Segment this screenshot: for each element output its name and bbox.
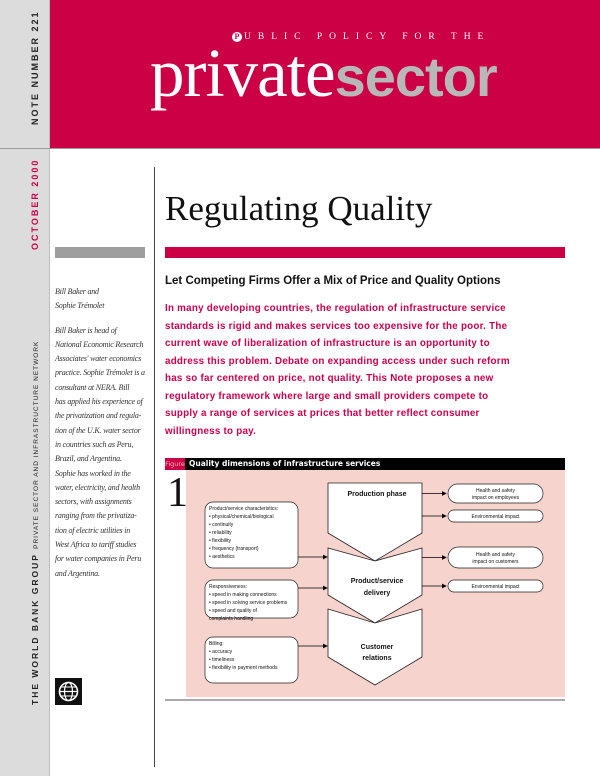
masthead-banner <box>50 0 600 148</box>
bio-line: West Africa to tariff studies <box>55 540 137 550</box>
bio-line: sectors, with assignments <box>55 497 132 507</box>
intro-line: address this problem. Debate on expandin… <box>165 355 510 367</box>
tagline-initial: P <box>232 32 242 42</box>
masthead-logo: privatesector <box>150 39 498 108</box>
intro-line: willingness to pay. <box>165 425 257 437</box>
bio-line: practice. Sophie Trémolet is a <box>55 368 145 378</box>
intro-line: regulatory framework where large and sma… <box>165 390 489 402</box>
subtitle: Let Competing Firms Offer a Mix of Price… <box>165 275 501 287</box>
org-network: PRIVATE SECTOR AND INFRASTRUCTURE NETWOR… <box>33 340 40 549</box>
bio-line: the privatization and regula- <box>55 411 142 421</box>
figure-title: Quality dimensions of infrastructure ser… <box>189 459 381 468</box>
bio-line: Associates' water economics <box>55 354 142 364</box>
bio-line: for water companies in Peru <box>55 554 142 564</box>
figure-number: 1 <box>167 470 188 516</box>
bio-line: Brazil, and Argentina. <box>55 454 122 464</box>
bio-line: tion of electric utilities in <box>55 525 131 535</box>
author-bio: Bill Baker is head of National Economic R… <box>55 324 150 581</box>
bio-line: has applied his experience of <box>55 397 143 407</box>
title-rule <box>165 247 565 258</box>
bio-line: Bill Baker is head of <box>55 325 117 335</box>
figure-label: Figure <box>165 458 185 470</box>
world-bank-globe-icon <box>55 678 82 705</box>
page-title: Regulating Quality <box>165 189 433 228</box>
intro-line: supply a range of services at prices tha… <box>165 408 480 419</box>
sidebar-rule <box>55 247 145 258</box>
figure-header <box>165 458 565 470</box>
intro-paragraph: In many developing countries, the regula… <box>165 300 565 440</box>
divider <box>0 148 600 149</box>
publication-date: OCTOBER 2000 <box>30 158 40 250</box>
bio-line: in countries such as Peru, <box>55 439 134 449</box>
intro-line: has so far centered on price, not qualit… <box>165 373 494 384</box>
note-number: NOTE NUMBER 221 <box>30 10 40 125</box>
org-name: THE WORLD BANK GROUP <box>30 553 40 705</box>
author-sidebar: Bill Baker and Sophie Trémolet Bill Bake… <box>55 285 150 581</box>
intro-line: standards is rigid and makes services to… <box>165 320 508 332</box>
figure-body <box>186 470 565 697</box>
masthead-private: private <box>150 35 336 111</box>
masthead-sector: sector <box>334 45 498 108</box>
author-line: Sophie Trémolet <box>55 301 105 311</box>
bio-line: consultant at NERA. Bill <box>55 382 130 392</box>
bio-line: Sophie has worked in the <box>55 468 131 478</box>
intro-line: In many developing countries, the regula… <box>165 303 506 314</box>
tagline-text: UBLIC POLICY FOR THE <box>244 32 491 42</box>
bio-line: National Economic Research <box>55 339 144 349</box>
org-line: THE WORLD BANK GROUP PRIVATE SECTOR AND … <box>30 341 42 705</box>
intro-line: current wave of liberalization of infras… <box>165 338 490 349</box>
author-line: Bill Baker and <box>55 287 99 296</box>
column-divider <box>154 167 155 767</box>
bio-line: water, electricity, and health <box>55 482 140 492</box>
figure-rule <box>165 699 565 701</box>
bio-line: and Argentina. <box>55 568 100 578</box>
bio-line: tion of the U.K. water sector <box>55 425 141 435</box>
sidebar-strip <box>0 0 50 776</box>
bio-line: ranging from the privatiza- <box>55 511 137 521</box>
